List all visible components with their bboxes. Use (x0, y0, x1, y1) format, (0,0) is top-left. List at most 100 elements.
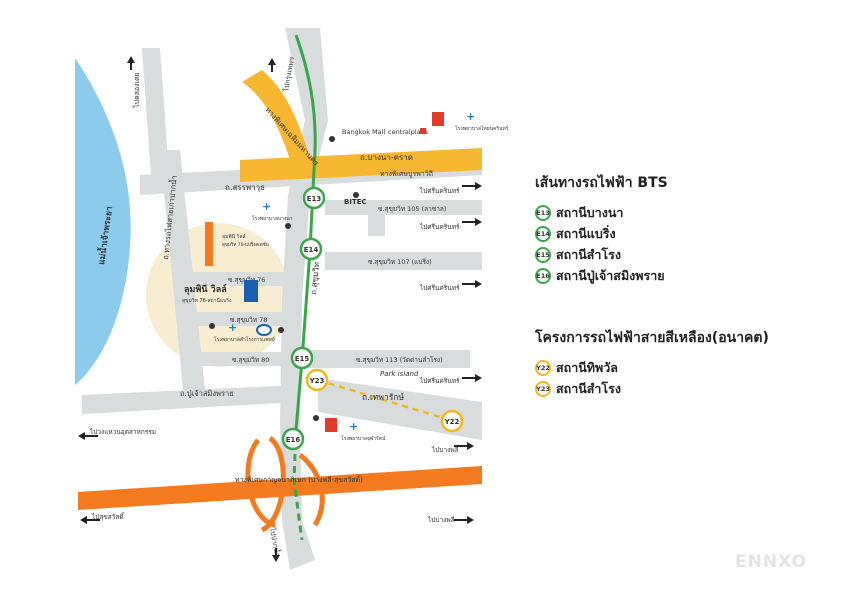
landmark-lpn-building: ลุมพินี วิลล์ (222, 233, 246, 240)
lumpini-logo (244, 280, 258, 302)
road-label-bangna-expressway: ทางพิเศษบูรพาวิถี (380, 170, 433, 178)
landmark-lumpini-ville: ลุมพินี วิลล์ (184, 283, 227, 295)
legend-row: E13 สถานีบางนา (535, 202, 668, 223)
hospital-top-cross-icon: + (466, 110, 475, 123)
landmark-hospital-bangna: โรงพยาบาลบางนา (252, 215, 293, 222)
soi-76-road (184, 272, 300, 286)
hospital-bangna-cross-icon: + (262, 200, 271, 213)
road-label-tepparak: ถ.เทพารักษ์ (362, 392, 404, 403)
road-label-soi-78: ซ.สุขุมวิท 78 (230, 316, 267, 324)
kanchanaphisek-interchange (245, 436, 325, 533)
kanchanaphisek-expressway (78, 466, 482, 510)
dir-srinakarin-2: ไปศรีนครินทร์ (419, 223, 460, 231)
station-e16-code: E16 (286, 436, 301, 444)
road-label-soi-105: ซ.สุขุมวิท 105 (ลาซาล) (378, 205, 446, 213)
legend-station-name: สถานีแบริ่ง (556, 225, 616, 241)
bangna-expressway (240, 148, 482, 182)
tepparak-road (318, 378, 482, 440)
soi-113-road (300, 350, 470, 368)
yellow-line (317, 378, 451, 422)
station-e14: E14 (299, 237, 323, 261)
dir-srinakarin-3: ไปศรีนครินทร์ (419, 284, 460, 292)
station-e16: E16 (281, 427, 305, 451)
central-plaza-logo (420, 128, 426, 134)
yellow-legend-title: โครงการรถไฟฟ้าสายสีเหลือง(อนาคต) (535, 330, 769, 346)
road-label-kanchanaphisek: ทางพิเศษกาญจนาภิเษก (บางพลี-สุขสวัสดิ์) (235, 474, 363, 484)
legend-row: E16 สถานีปู่เจ้าสมิงพราย (535, 265, 668, 286)
bts-legend-title: เส้นทางรถไฟฟ้า BTS (535, 175, 668, 191)
legend-badge: Y22 (535, 359, 551, 376)
legend-badge: E16 (535, 267, 551, 284)
hospital-bottom-cross-icon: + (349, 420, 358, 433)
station-e15: E15 (290, 346, 314, 370)
road-label-soi-80: ซ.สุขุมวิท 80 (232, 356, 269, 364)
legend-badge: E14 (535, 225, 551, 242)
soi-107-road (325, 252, 482, 270)
legend-station-name: สถานีปู่เจ้าสมิงพราย (556, 267, 665, 283)
legend-badge: E13 (535, 204, 551, 221)
station-e14-code: E14 (304, 246, 319, 254)
road-label-sorapawut: ถ.สรรพาวุธ (225, 183, 265, 192)
legend-station-name: สถานีทิพวัล (556, 359, 618, 375)
landmark-hospital-top: โรงพยาบาลไทยนครินทร์ (455, 125, 509, 132)
marker-dot-bottom (313, 415, 319, 421)
landmark-bitec: BITEC (344, 198, 367, 206)
bts-legend: เส้นทางรถไฟฟ้า BTS E13 สถานีบางนา E14 สถาน… (535, 172, 668, 286)
marker-dot-bangna (285, 223, 291, 229)
road-label-pu-chao: ถ.ปู่เจ้าสมิงพราย (180, 389, 234, 398)
legend-station-name: สถานีสำโรง (556, 246, 621, 262)
landmark-lumpini-sub: สุขุมวิท 76-สถานีแบริ่ง (182, 297, 232, 304)
direction-arrows (78, 56, 482, 562)
bts-line (294, 34, 317, 431)
dir-suk-sawat: ไปสุขสวัสดิ์ (91, 512, 125, 521)
station-e15-code: E15 (295, 355, 310, 363)
dir-bangkok-north: ไปกรุงเทพฯ (281, 56, 296, 93)
station-e13: E13 (302, 186, 326, 210)
road-network (82, 28, 482, 570)
landmark-bangkok-mall: Bangkok Mall (342, 128, 385, 136)
road-label-soi-107: ซ.สุขุมวิท 107 (แบริ่ง) (368, 257, 432, 266)
legend-row: Y23 สถานีสำโรง (535, 378, 769, 399)
road-label-sukhumvit: ถ.สุขุมวิท (309, 262, 321, 296)
marker-dot-top (329, 136, 335, 142)
pu-chao-road (82, 385, 298, 414)
station-y22-code: Y22 (444, 418, 460, 426)
marker-dot-samrong-2 (278, 327, 284, 333)
chalerm-expressway (242, 70, 312, 165)
watermark: ENNXO (735, 552, 808, 572)
legend-row: Y22 สถานีทิพวัล (535, 357, 769, 378)
landmark-lpn-building-sub: สุขุมวิท 76-แบริ่งสเตชั่น (222, 241, 269, 248)
marker-dot-samrong (209, 323, 215, 329)
legend-badge: E15 (535, 246, 551, 263)
marker-bigc-bottom-icon (325, 418, 337, 432)
station-y22: Y22 (440, 409, 464, 433)
landmark-hospital-samrong: โรงพยาบาลสำโรงการแพทย์ (214, 336, 275, 343)
legend-station-name: สถานีสำโรง (556, 380, 621, 396)
hospital-samrong-cross-icon: + (228, 321, 237, 334)
soi-80-road (192, 352, 300, 366)
yellow-legend: โครงการรถไฟฟ้าสายสีเหลือง(อนาคต) Y22 สถาน… (535, 327, 769, 399)
road-label-bangna-trad: ถ.บางนา-ตราด (360, 153, 413, 162)
legend-station-name: สถานีบางนา (556, 204, 624, 220)
soi-78-road (188, 312, 300, 326)
station-e13-code: E13 (307, 195, 322, 203)
railway-road (160, 150, 206, 400)
soi-105-road (325, 200, 482, 236)
marker-dot-bitec (353, 192, 359, 198)
legend-row: E14 สถานีแบริ่ง (535, 223, 668, 244)
chao-phraya-river (75, 58, 131, 385)
dir-bang-phli-2: ไปบางพลี (427, 516, 455, 524)
marker-bigc-icon (432, 112, 444, 126)
dir-srinakarin-4: ไปศรีนครินทร์ (419, 377, 460, 385)
road-label-soi-113: ซ.สุขุมวิท 113 (วัดด่านสำโรง) (356, 356, 443, 364)
landmark-central-plaza: centralplaza (388, 128, 428, 136)
landmark-hospital-bottom: โรงพยาบาลจุฬารัตน์ (341, 435, 386, 442)
legend-badge: Y23 (535, 380, 551, 397)
station-y23: Y23 (305, 368, 329, 392)
station-y23-code: Y23 (309, 377, 325, 385)
dir-kanchanaphisek-ring: ไปวงแหวนอุตสาหกรรม (89, 428, 156, 436)
project-building (205, 222, 213, 266)
dir-khlong-toei: ไปคลองเตย (132, 72, 141, 109)
dir-srinakarin-1: ไปศรีนครินทร์ (419, 187, 460, 195)
